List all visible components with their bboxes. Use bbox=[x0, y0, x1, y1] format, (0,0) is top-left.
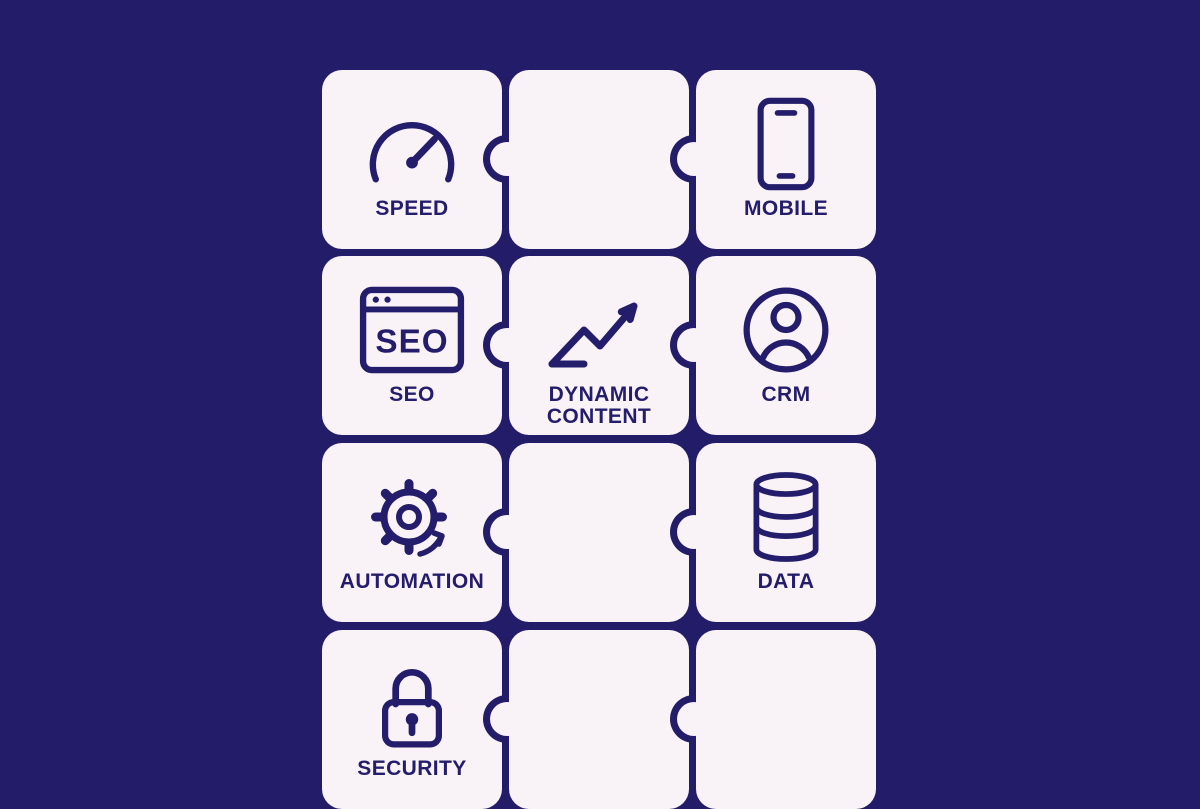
puzzle-tile-blank-1 bbox=[509, 70, 689, 249]
tile-label-speed: SPEED bbox=[375, 197, 449, 220]
puzzle-tile-dynamic-content: DYNAMIC CONTENT bbox=[509, 256, 689, 435]
seo-browser-icon: SEO bbox=[358, 280, 466, 380]
tile-label-security: SECURITY bbox=[357, 757, 467, 780]
puzzle-tile-crm: CRM bbox=[696, 256, 876, 435]
smartphone-icon bbox=[753, 94, 819, 194]
tile-label-automation: AUTOMATION bbox=[339, 570, 485, 593]
tile-label-dynamic-content: DYNAMIC CONTENT bbox=[546, 383, 652, 429]
database-icon bbox=[743, 467, 829, 567]
puzzle-tile-blank-2 bbox=[509, 443, 689, 622]
padlock-icon bbox=[364, 654, 460, 754]
puzzle-tile-speed: SPEED bbox=[322, 70, 502, 249]
puzzle-tile-seo: SEO SEO bbox=[322, 256, 502, 435]
puzzle-tile-automation: AUTOMATION bbox=[322, 443, 502, 622]
user-circle-icon bbox=[738, 280, 834, 380]
growth-chart-arrow-icon bbox=[543, 280, 655, 380]
tile-label-mobile: MOBILE bbox=[743, 197, 829, 220]
tile-label-crm: CRM bbox=[761, 383, 811, 406]
puzzle-tile-blank-3 bbox=[509, 630, 689, 809]
gear-icon bbox=[362, 467, 462, 567]
puzzle-tile-data: DATA bbox=[696, 443, 876, 622]
speedometer-icon bbox=[358, 94, 466, 194]
puzzle-tile-mobile: MOBILE bbox=[696, 70, 876, 249]
tile-label-data: DATA bbox=[757, 570, 815, 593]
seo-icon-text: SEO bbox=[375, 324, 448, 361]
tile-label-seo: SEO bbox=[389, 383, 435, 406]
puzzle-tile-blank-4 bbox=[696, 630, 876, 809]
puzzle-tile-security: SECURITY bbox=[322, 630, 502, 809]
